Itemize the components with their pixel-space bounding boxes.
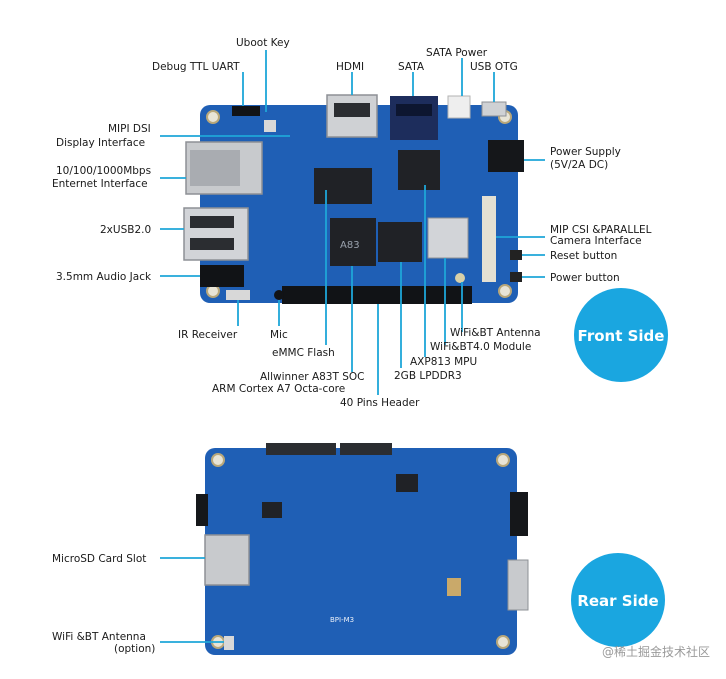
label-ir-receiver: IR Receiver	[178, 329, 238, 341]
mount-hole-icon	[206, 110, 220, 124]
sata-power-connector	[447, 95, 471, 119]
wifi-module	[427, 217, 469, 259]
rear-left-edge-part	[196, 494, 208, 526]
front-labels: Uboot Key Debug TTL UART HDMI SATA Power…	[52, 37, 652, 409]
label-usb-otg: USB OTG	[470, 61, 518, 73]
lpddr3-chip	[378, 222, 422, 262]
label-wifi-bt-module: WiFi&BT4.0 Module	[430, 341, 531, 353]
debug-uart-pins	[232, 106, 260, 116]
antenna-connector	[455, 273, 465, 283]
uboot-key	[264, 120, 276, 132]
label-power-supply: Power Supply	[550, 146, 621, 158]
label-40-pins-header: 40 Pins Header	[340, 397, 420, 409]
rear-marking: BPI-M3	[330, 616, 354, 624]
microsd-slot	[204, 534, 250, 586]
power-button	[510, 272, 522, 282]
label-wifi-antenna-rear: WiFi &BT Antenna	[52, 631, 146, 643]
mount-hole-icon	[496, 635, 510, 649]
label-soc-sub: ARM Cortex A7 Octa-core	[212, 383, 345, 395]
rear-side-badge: Rear Side	[571, 553, 665, 647]
watermark: @稀土掘金技术社区	[602, 644, 710, 659]
front-leader-lines	[160, 50, 545, 395]
soc-chip	[330, 218, 376, 266]
label-power-button: Power button	[550, 272, 620, 284]
label-mipi-dsi: MIPI DSI	[108, 123, 151, 135]
rear-antenna-connector	[224, 636, 234, 650]
label-wifi-antenna-rear-sub: (option)	[114, 643, 155, 655]
label-wifi-bt-antenna: WiFi&BT Antenna	[450, 327, 541, 339]
label-power-supply-sub: (5V/2A DC)	[550, 159, 608, 171]
label-mipi-dsi-sub: Display Interface	[56, 137, 145, 149]
rear-board: BPI-M3	[196, 443, 529, 655]
label-axp813: AXP813 MPU	[410, 356, 477, 368]
mic	[274, 290, 284, 300]
rear-usb-edge	[507, 559, 529, 611]
soc-marking: A83	[340, 240, 360, 251]
label-usb20: 2xUSB2.0	[100, 224, 151, 236]
front-side-label: Front Side	[578, 327, 665, 345]
rear-chip	[396, 474, 418, 492]
label-debug-ttl-uart: Debug TTL UART	[152, 61, 240, 73]
rear-side-label: Rear Side	[577, 592, 658, 610]
audio-jack	[200, 265, 244, 287]
rear-hdmi-edge	[266, 443, 336, 455]
mount-hole-icon	[496, 453, 510, 467]
front-board: A83	[183, 94, 524, 304]
gpio-header	[282, 286, 472, 304]
emmc-chip	[314, 168, 372, 204]
label-sata: SATA	[398, 61, 425, 73]
label-ethernet: 10/100/1000Mbps	[56, 165, 151, 177]
label-hdmi: HDMI	[336, 61, 364, 73]
axp813-chip	[398, 150, 440, 190]
label-soc: Allwinner A83T SOC	[260, 371, 365, 383]
label-sata-power: SATA Power	[426, 47, 488, 59]
usb-otg-port	[481, 101, 507, 117]
sata-port	[390, 96, 438, 140]
camera-connector	[482, 196, 496, 282]
rear-labels: MicroSD Card Slot WiFi &BT Antenna (opti…	[52, 553, 155, 655]
front-side-badge: Front Side	[574, 288, 668, 382]
dc-power-jack	[488, 140, 524, 172]
label-lpddr3: 2GB LPDDR3	[394, 370, 462, 382]
rear-leader-lines	[160, 557, 224, 643]
label-ethernet-sub: Enternet Interface	[52, 178, 148, 190]
label-uboot-key: Uboot Key	[236, 37, 290, 49]
rear-pcb	[205, 448, 517, 655]
label-audio-jack: 3.5mm Audio Jack	[56, 271, 152, 283]
rear-chip	[262, 502, 282, 518]
label-microsd: MicroSD Card Slot	[52, 553, 146, 565]
label-emmc-flash: eMMC Flash	[272, 347, 335, 359]
usb2-port	[183, 207, 249, 261]
label-reset-button: Reset button	[550, 250, 617, 262]
ir-receiver	[226, 290, 250, 300]
mount-hole-icon	[211, 453, 225, 467]
rear-crystal	[447, 578, 461, 596]
label-mic: Mic	[270, 329, 288, 341]
label-mip-csi-sub: Camera Interface	[550, 235, 642, 247]
rear-dc-edge	[510, 492, 528, 536]
label-mip-csi: MIP CSI &PARALLEL	[550, 224, 652, 236]
rear-sata-edge	[340, 443, 392, 455]
mount-hole-icon	[498, 284, 512, 298]
reset-button	[510, 250, 522, 260]
